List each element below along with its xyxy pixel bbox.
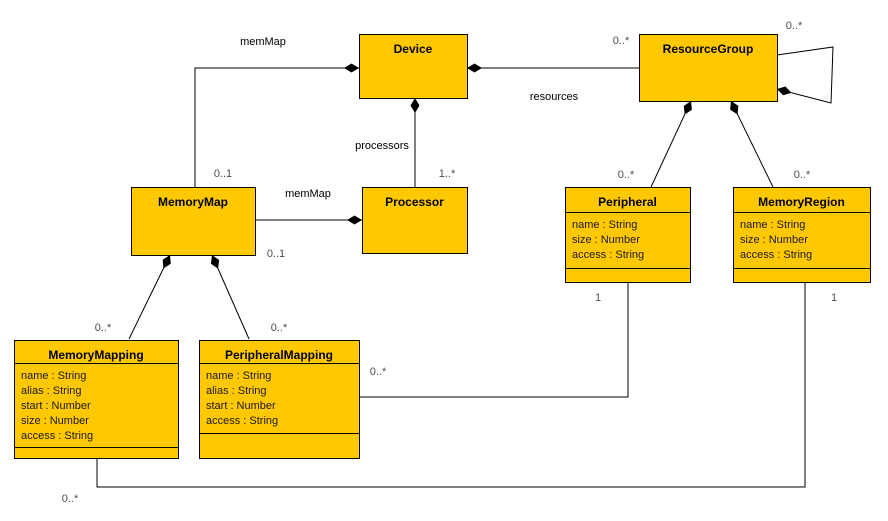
edge-multiplicity-label: 1 [831, 292, 837, 304]
class-box [639, 34, 778, 102]
class-attribute: access : String [206, 415, 278, 427]
composition-diamond-icon [162, 255, 171, 269]
edge-multiplicity-label: 0..* [271, 322, 288, 334]
edge-role-label: resources [530, 91, 579, 103]
class-attribute: start : Number [21, 400, 91, 412]
class-peripheral-mapping: PeripheralMapping name : String alias : St… [199, 340, 360, 459]
edge-device-memorymap [194, 67, 359, 187]
class-memory-map: MemoryMap [131, 187, 256, 256]
class-title: MemoryMapping [48, 348, 143, 362]
edge-resourcegroup-self [776, 46, 834, 104]
class-box [131, 187, 256, 256]
class-attribute: size : Number [740, 234, 808, 246]
edge-memorymap-peripheralmapping [211, 254, 250, 340]
class-box [359, 34, 468, 99]
class-attribute: name : String [572, 219, 637, 231]
class-attribute: access : String [21, 430, 93, 442]
class-title: Device [394, 42, 433, 56]
composition-diamond-icon [467, 63, 482, 73]
class-title: MemoryRegion [758, 195, 845, 209]
edge-multiplicity-label: 0..1 [214, 168, 232, 180]
class-title: Peripheral [598, 195, 657, 209]
class-processor: Processor [362, 187, 468, 254]
class-device: Device [359, 34, 468, 99]
class-title: Processor [385, 195, 444, 209]
edge-resourcegroup-memoryregion [730, 100, 774, 188]
class-peripheral: Peripheral name : String size : Number acce… [565, 187, 691, 283]
class-title: PeripheralMapping [225, 348, 333, 362]
edge-multiplicity-label: 0..* [370, 366, 387, 378]
class-attribute: access : String [572, 249, 644, 261]
edge-role-label: processors [355, 140, 409, 152]
class-attribute: name : String [740, 219, 805, 231]
edge-multiplicity-label: 0..* [794, 169, 811, 181]
class-attribute: alias : String [206, 385, 267, 397]
edge-multiplicity-label: 0..* [62, 493, 79, 505]
class-memory-region: MemoryRegion name : String size : Number ac… [733, 187, 871, 283]
edge-multiplicity-label: 0..* [95, 322, 112, 334]
composition-diamond-icon [344, 63, 359, 73]
composition-diamond-icon [777, 86, 792, 96]
edge-multiplicity-label: 1..* [439, 168, 456, 180]
edge-resourcegroup-peripheral [650, 100, 692, 188]
class-memory-mapping: MemoryMapping name : String alias : String… [14, 340, 179, 459]
class-attribute: name : String [21, 370, 86, 382]
class-attribute: alias : String [21, 385, 82, 397]
class-attribute: start : Number [206, 400, 276, 412]
class-box [199, 340, 360, 459]
class-attribute: size : Number [21, 415, 89, 427]
class-attribute: size : Number [572, 234, 640, 246]
class-box [362, 187, 468, 254]
edge-memorymap-memorymapping [128, 254, 171, 340]
class-box [565, 187, 691, 283]
edge-multiplicity-label: 0..* [618, 169, 635, 181]
class-box [14, 340, 179, 459]
edge-role-label: memMap [240, 36, 286, 48]
edge-memoryregion-memorymapping [96, 282, 806, 488]
edge-role-label: memMap [285, 188, 331, 200]
edge-multiplicity-label: 0..* [613, 35, 630, 47]
composition-diamond-icon [683, 101, 692, 115]
class-title: ResourceGroup [663, 42, 754, 56]
edge-multiplicity-label: 1 [595, 292, 601, 304]
composition-diamond-icon [347, 215, 362, 225]
class-title: MemoryMap [158, 195, 228, 209]
composition-diamond-icon [410, 98, 420, 113]
class-box [733, 187, 871, 283]
class-attribute: name : String [206, 370, 271, 382]
edge-multiplicity-label: 0..1 [267, 248, 285, 260]
composition-diamond-icon [210, 255, 220, 269]
class-resource-group: ResourceGroup [639, 34, 778, 102]
class-attribute: access : String [740, 249, 812, 261]
composition-diamond-icon [730, 101, 739, 115]
edge-multiplicity-label: 0..* [786, 20, 803, 32]
edge-peripheral-peripheralmapping [359, 282, 629, 398]
